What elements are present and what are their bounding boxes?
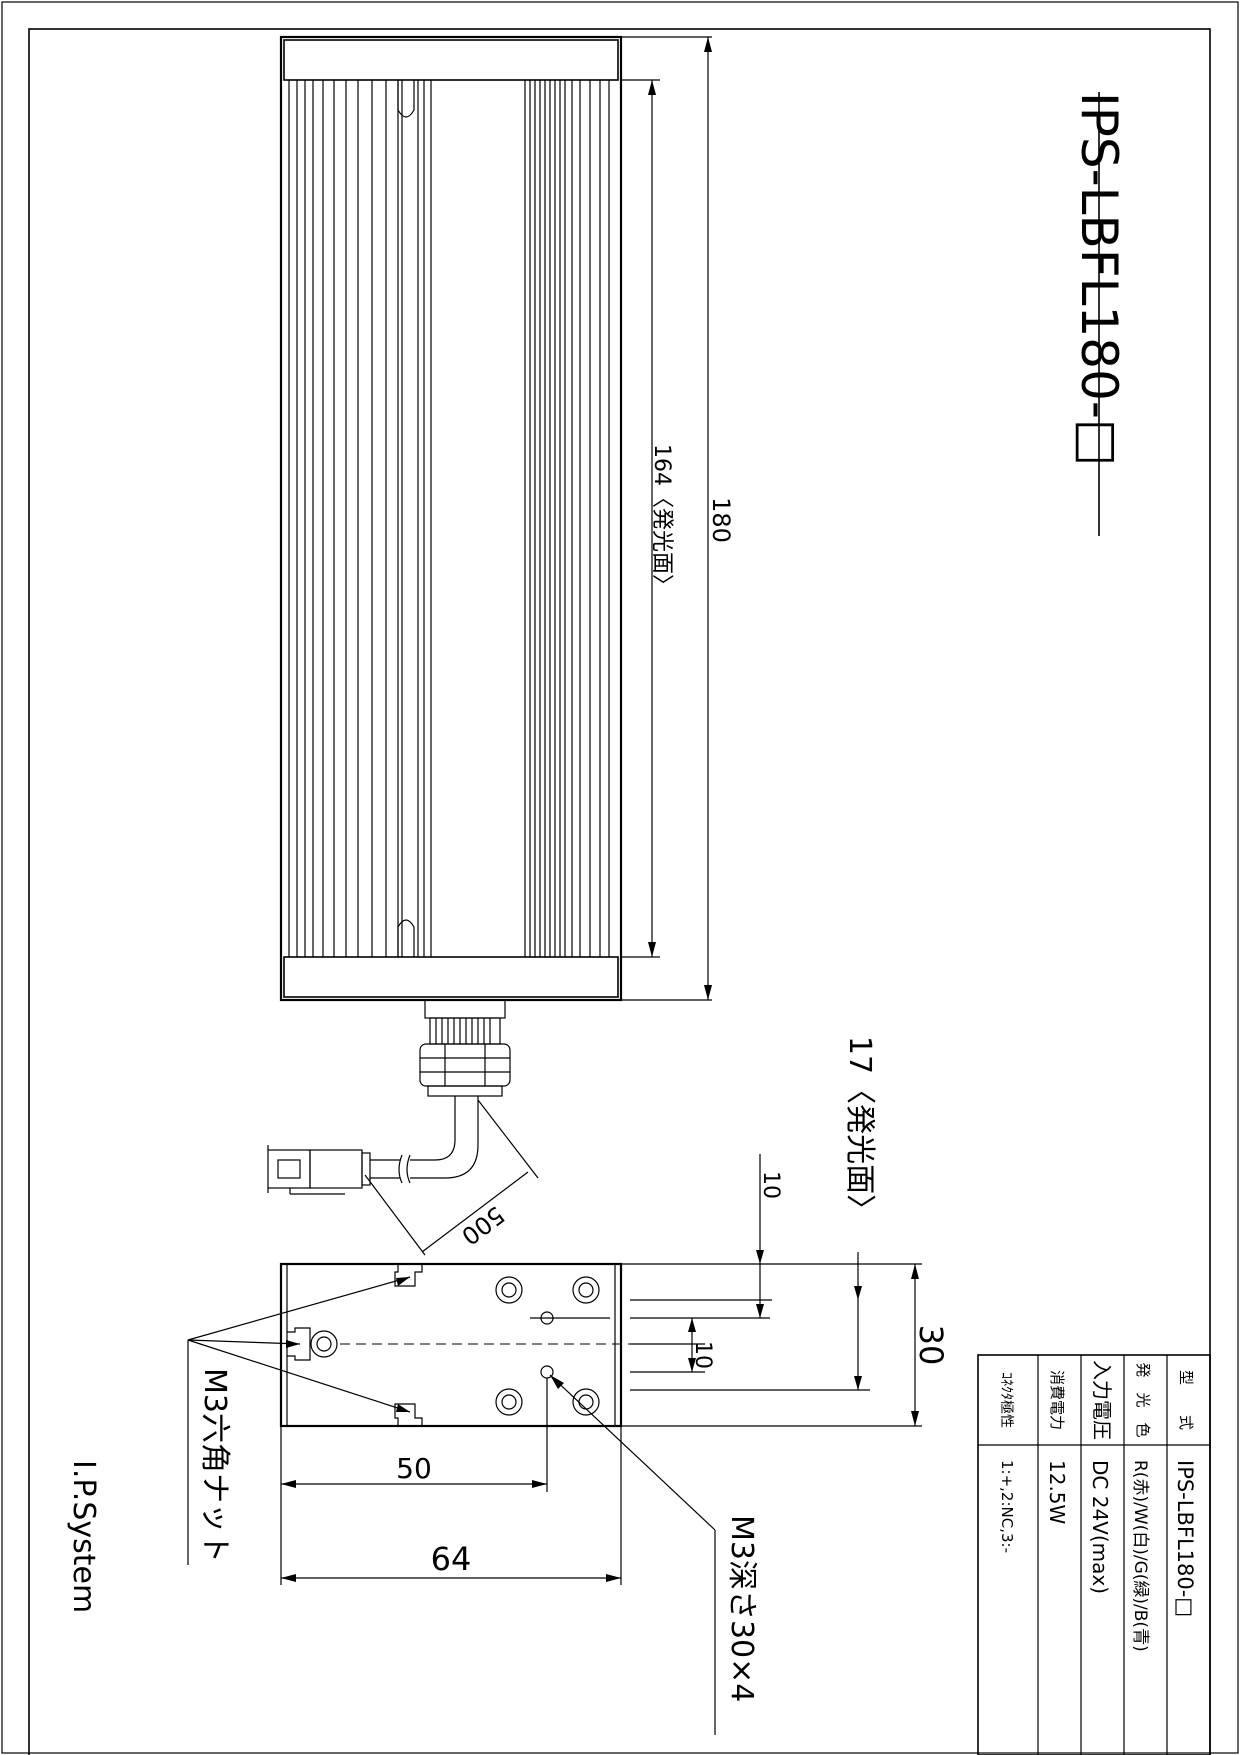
- end-face-outline: [279, 1262, 623, 1428]
- cable-break: [398, 1154, 411, 1184]
- company-name: I.P.System: [66, 1460, 101, 1613]
- slot-bottom: [397, 919, 415, 957]
- spec-value-color: R(赤)/W(白)/G(緑)/B(青): [1130, 1460, 1150, 1652]
- top-view: 500 180 164〈発光面〉: [267, 35, 735, 1256]
- spec-label-color: 発 光 色: [1134, 1362, 1152, 1437]
- spec-value-voltage: DC 24V(max): [1088, 1460, 1112, 1594]
- spec-value-polarity: 1:+,2:NC,3:-: [998, 1460, 1016, 1553]
- spec-label-model: 型 式: [1177, 1370, 1195, 1430]
- screw-head-center: [310, 1330, 338, 1358]
- nut-slot-top: [394, 1264, 423, 1287]
- dim-10-top-arrow-a: [756, 1250, 764, 1264]
- end-cap-top: [283, 39, 619, 81]
- screw-head-top-left: [495, 1276, 523, 1304]
- cable-connector: [267, 1145, 371, 1195]
- dim-50-arrow-b: [532, 1480, 547, 1488]
- hex-nut-arrow-2: [286, 1340, 300, 1348]
- cable-dim-line: [421, 1171, 529, 1253]
- dim-10-top-label: 10: [758, 1171, 783, 1199]
- spec-table-frame: [977, 1354, 1211, 1755]
- screw-head-bottom-left: [495, 1388, 523, 1416]
- nut-slot-bottom: [394, 1403, 423, 1426]
- dim-50-label: 50: [396, 1452, 432, 1485]
- dim-164-arrow-bottom: [648, 942, 656, 957]
- hex-nut-arrow-1: [396, 1277, 410, 1286]
- heat-fins-left: [288, 80, 425, 957]
- tapped-hole-arrow: [550, 1375, 564, 1389]
- tapped-hole-callout: M3深さ30×4: [724, 1515, 759, 1702]
- screw-head-bottom-right: [572, 1388, 600, 1416]
- dim-17-arrow-a: [854, 1286, 862, 1300]
- spec-label-power: 消費電力: [1048, 1370, 1066, 1430]
- end-cap-bottom: [283, 956, 619, 998]
- cable: [370, 1096, 479, 1179]
- dim-10-mid-arrow-a: [688, 1318, 696, 1332]
- dim-17-arrow-b: [854, 1376, 862, 1390]
- dim-164-label: 164〈発光面〉: [649, 444, 674, 596]
- dim-10-mid-arrow-b: [688, 1358, 696, 1372]
- dim-30-arrow-a: [911, 1264, 919, 1279]
- dim-180-label: 180: [707, 497, 735, 543]
- heat-fins-right: [529, 80, 610, 957]
- drawing-title-group: IPS-LBFL180-□: [1070, 92, 1128, 536]
- hex-nut-leaders: [187, 1276, 411, 1565]
- spec-label-voltage: 入力電圧: [1090, 1360, 1114, 1440]
- dim-64-arrow-a: [281, 1574, 296, 1582]
- dim-180-arrow-bottom: [704, 985, 712, 1000]
- cable-gland: [419, 999, 511, 1097]
- dim-10-top-arrow-b: [756, 1304, 764, 1318]
- cable-ext-line-b: [477, 1099, 539, 1179]
- spec-value-power: 12.5W: [1045, 1460, 1069, 1525]
- dim-30-label: 30: [912, 1325, 950, 1366]
- hex-nut-callout: M3六角ナット: [197, 1368, 232, 1563]
- spec-value-model: IPS-LBFL180-□: [1173, 1460, 1197, 1617]
- tapped-hole-leader: [549, 1374, 716, 1531]
- end-view: M3六角ナット M3深さ30×4 10 10 17〈発光面〉: [187, 1036, 950, 1735]
- spec-label-polarity: ｺﾈｸﾀ極性: [998, 1372, 1014, 1428]
- dim-30-arrow-b: [911, 1411, 919, 1426]
- cable-length-label: 500: [456, 1200, 509, 1250]
- bar-body-outline: [279, 35, 623, 1002]
- dim-180-arrow-top: [704, 37, 712, 52]
- dim-50-arrow-a: [281, 1480, 296, 1488]
- inner-border: [28, 28, 1211, 1755]
- nut-slot-left: [287, 1327, 311, 1361]
- dim-64-label: 64: [431, 1540, 472, 1578]
- screw-head-top-right: [572, 1276, 600, 1304]
- spec-table: 型 式 発 光 色 入力電圧 消費電力 ｺﾈｸﾀ極性 IPS-LBFL180-□…: [977, 1354, 1211, 1755]
- cable-ext-line-a: [364, 1174, 426, 1256]
- hex-nut-arrow-3: [396, 1404, 410, 1412]
- dim-164-arrow-top: [648, 80, 656, 95]
- slot-top: [397, 80, 415, 118]
- dim-17-label: 17〈発光面〉: [842, 1036, 877, 1224]
- dim-10-mid-label: 10: [690, 1341, 715, 1369]
- dim-64-arrow-b: [606, 1574, 621, 1582]
